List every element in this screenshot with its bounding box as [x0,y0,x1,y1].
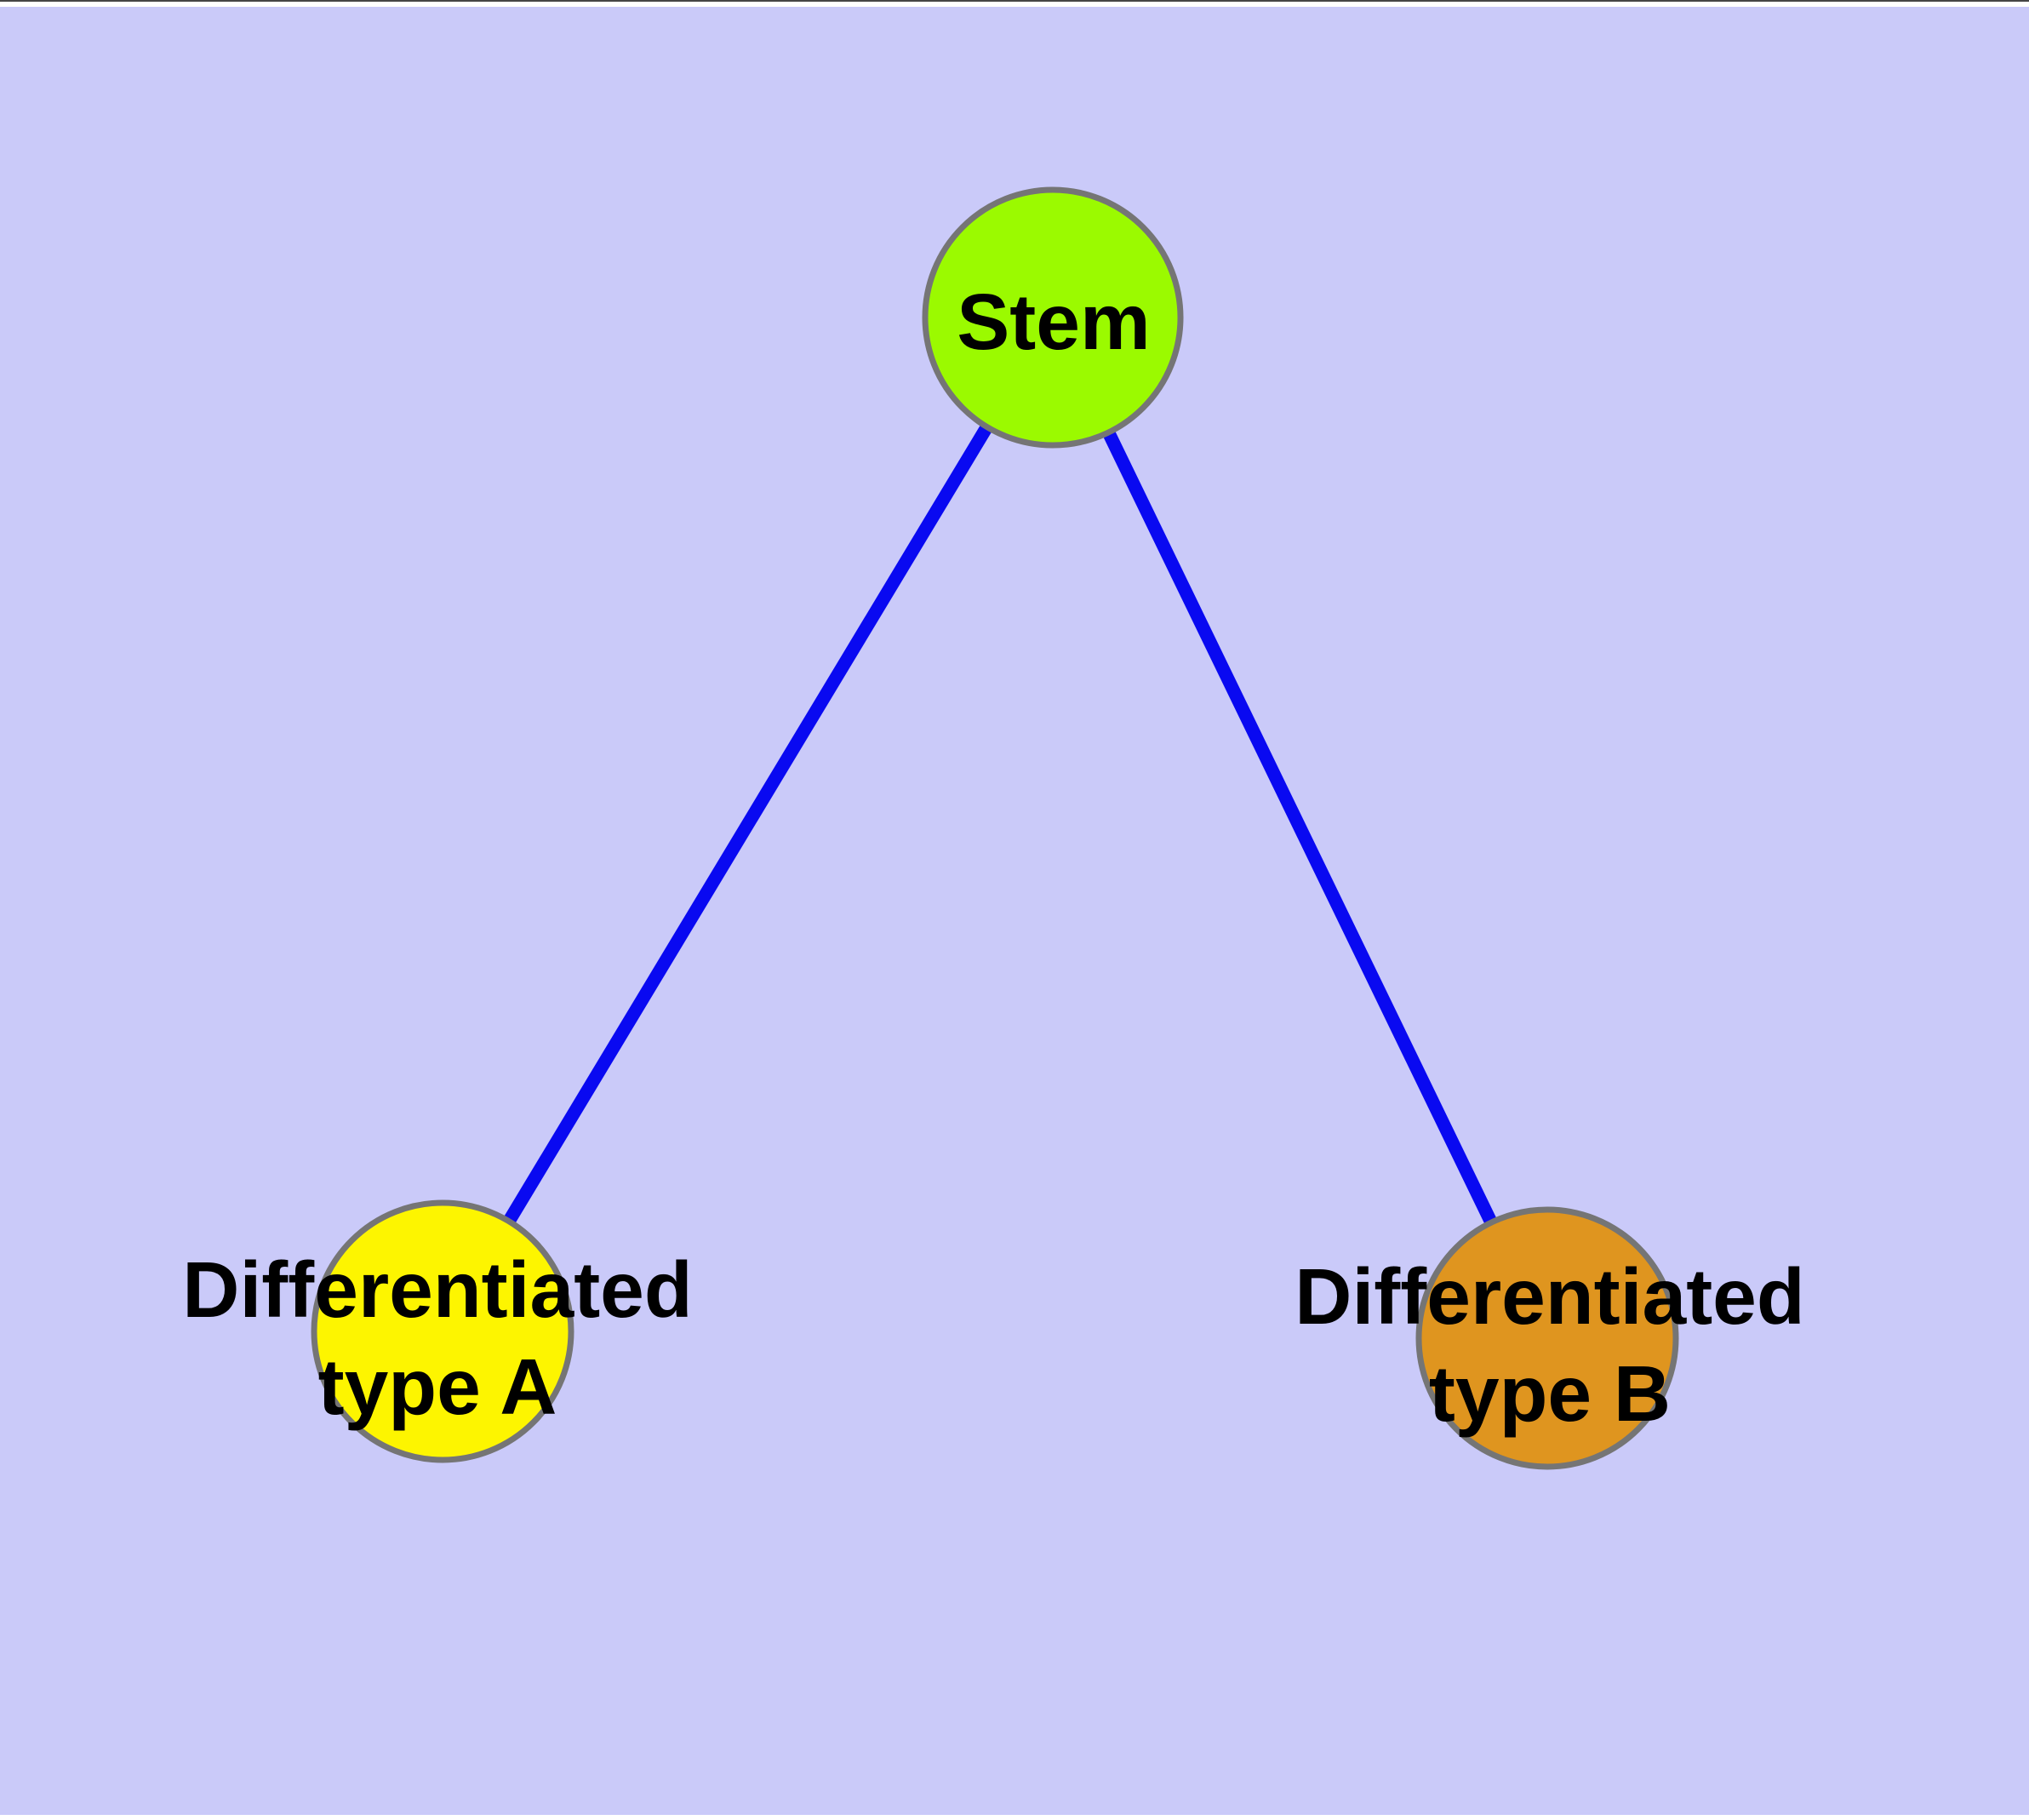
top-white-strip [0,2,2029,7]
node-differentiated-type-a [311,1199,574,1463]
node-differentiated-type-a-label-line-2: type A [318,1342,557,1431]
node-differentiated-type-a-label-line-1: Differentiated [182,1245,692,1334]
node-differentiated-type-b [1415,1206,1679,1470]
node-stem-label: Stem [957,278,1150,366]
bottom-white-strip [0,1815,2029,1820]
top-window-edge-line [0,0,2029,2]
edge-stem-to-differentiated-type-a [437,314,1059,1335]
node-differentiated-type-b-label-line-1: Differentiated [1295,1252,1804,1341]
edge-stem-to-differentiated-type-b [1047,314,1553,1342]
node-differentiated-type-b-label-line-2: type B [1429,1349,1671,1438]
node-stem [922,186,1184,449]
